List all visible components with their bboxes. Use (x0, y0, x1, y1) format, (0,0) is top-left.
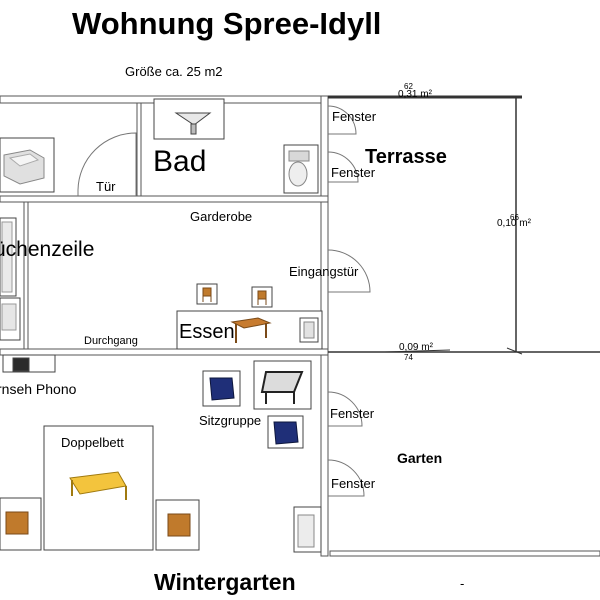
plan-title: Wohnung Spree-Idyll (72, 6, 382, 41)
label-fenster-2: Fenster (331, 165, 376, 180)
wall-bath-bottom (0, 195, 329, 203)
label-garderobe: Garderobe (190, 209, 253, 224)
terrace-outline (328, 95, 600, 355)
label-eingangstuer: Eingangstür (289, 264, 359, 279)
night-table-1 (5, 511, 29, 535)
label-dash: - (460, 576, 465, 591)
room-label-essen: Essen (179, 321, 235, 343)
dim-top-area: 0,31 m² (398, 89, 432, 100)
label-fernseh-phono: rnseh Phono (0, 381, 77, 397)
armchair-2 (273, 421, 299, 445)
label-sitzgruppe: Sitzgruppe (199, 413, 262, 428)
coffee-table (260, 371, 304, 393)
dim-bottom-count: 74 (404, 353, 413, 362)
bath-door (77, 132, 137, 196)
chair-1 (202, 287, 212, 302)
window-door-3 (327, 391, 363, 427)
wall-bath-left (136, 102, 142, 197)
sink-basin (174, 112, 212, 126)
doors (77, 105, 371, 497)
dim-bottom-area: 0,09 m² (399, 342, 433, 353)
wall-middle (0, 348, 329, 356)
size-note: Größe ca. 25 m2 (125, 64, 223, 79)
label-fenster-1: Fenster (332, 109, 377, 124)
dim-right-area: 0,10 m² (497, 218, 531, 229)
dim-right-count: 66 (510, 213, 519, 222)
label-tuer: Tür (96, 179, 116, 194)
window-door-4 (327, 459, 365, 497)
furniture (0, 98, 323, 553)
armchair-1 (209, 377, 235, 401)
window-door-1 (327, 105, 357, 135)
room-label-wintergarten: Wintergarten (154, 569, 296, 595)
dining-table (230, 317, 272, 329)
wall-kitchen-left (23, 201, 29, 350)
wall-garden-bottom (329, 550, 600, 557)
toilet (288, 161, 308, 187)
room-label-terrasse: Terrasse (365, 146, 447, 168)
room-label-kuechenzeile: üchenzeile (0, 238, 95, 261)
label-fenster-4: Fenster (331, 476, 376, 491)
dining-area-frame (176, 310, 323, 350)
room-label-garten: Garten (397, 450, 443, 466)
entrance-door (327, 249, 371, 293)
tv-phono (12, 357, 30, 372)
dim-top-count: 62 (404, 82, 413, 91)
room-label-bad: Bad (153, 145, 207, 178)
label-doppelbett: Doppelbett (61, 435, 124, 450)
wardrobe (297, 514, 315, 548)
label-fenster-3: Fenster (330, 406, 375, 421)
appliance (303, 321, 315, 339)
label-durchgang: Durchgang (84, 335, 138, 347)
night-table-2 (167, 513, 191, 537)
window-door-2 (327, 151, 359, 183)
chair-2 (257, 290, 267, 305)
